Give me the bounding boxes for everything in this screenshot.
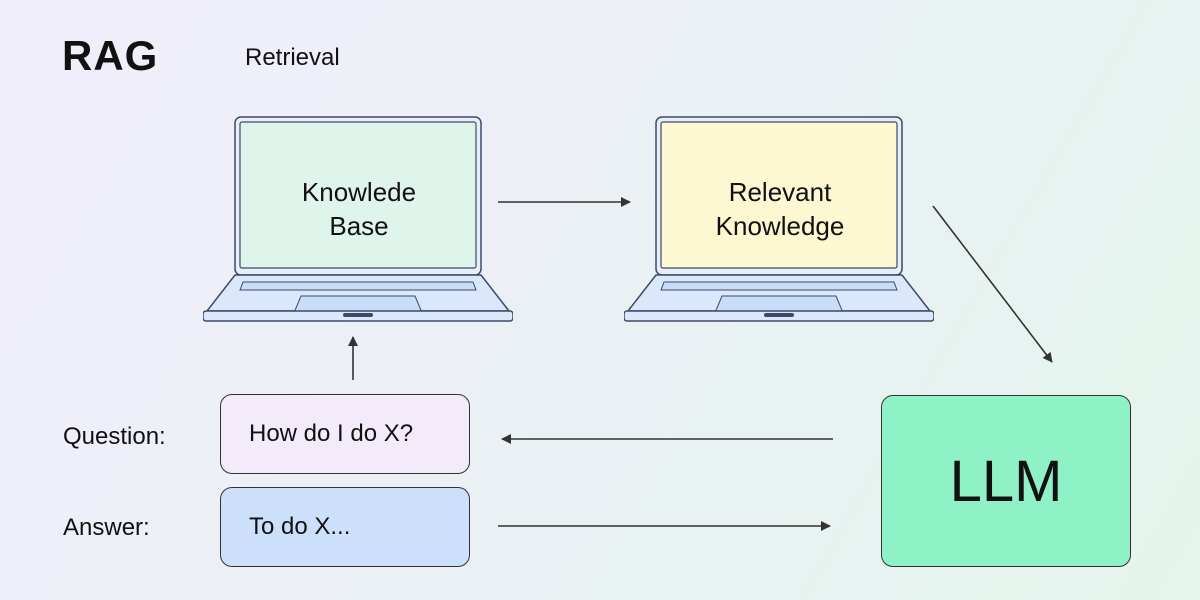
laptop-icon: [203, 116, 513, 322]
question-text: How do I do X?: [249, 420, 414, 447]
relevant-knowledge-label: Relevant Knowledge: [715, 177, 845, 241]
arrow-relevant-to-llm: [932, 205, 1053, 363]
answer-text: To do X...: [249, 513, 351, 540]
llm-box: LLM: [881, 395, 1131, 567]
question-box: How do I do X?: [220, 394, 470, 474]
question-label: Question:: [63, 423, 166, 450]
answer-box: To do X...: [220, 487, 470, 567]
knowledge-base-laptop: Knowlede Base: [203, 115, 513, 325]
relevant-knowledge-laptop: Relevant Knowledge: [624, 115, 934, 325]
diagram-title: RAG: [62, 32, 159, 79]
laptop-icon: [624, 116, 934, 322]
diagram-subtitle: Retrieval: [245, 44, 340, 71]
answer-label: Answer:: [63, 514, 150, 541]
knowledge-base-label: Knowlede Base: [301, 177, 417, 241]
